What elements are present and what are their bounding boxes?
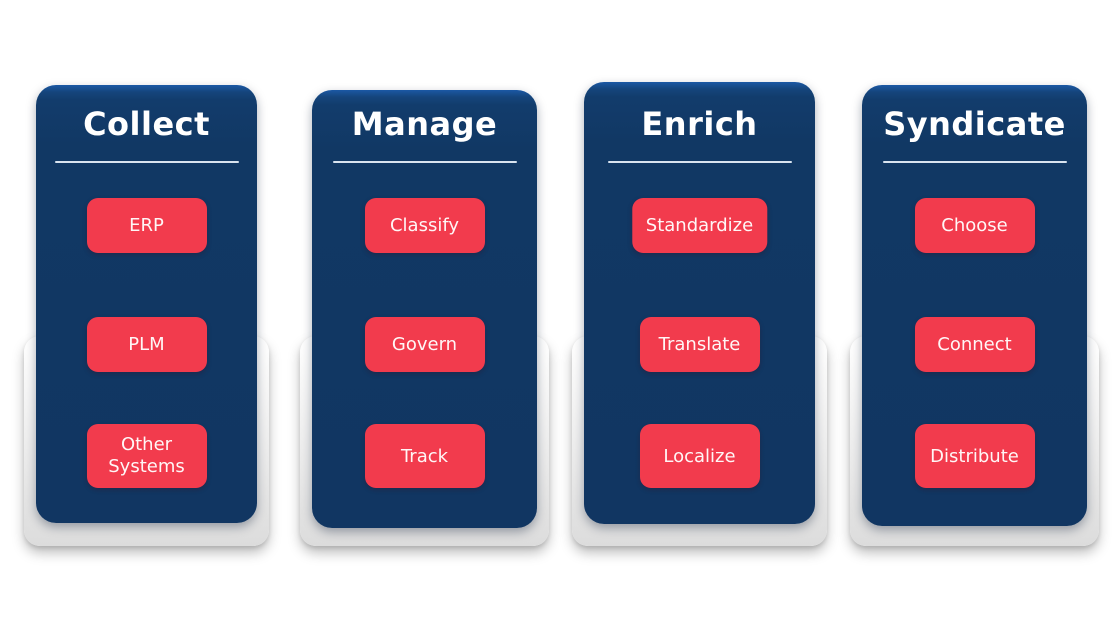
card-title-syndicate: Syndicate [883,105,1066,143]
column-enrich: Enrich Standardize Translate Localize [572,0,827,630]
button-connect[interactable]: Connect [914,317,1035,372]
button-other-systems[interactable]: Other Systems [86,424,207,488]
card-title-collect: Collect [83,105,210,143]
title-divider [607,161,792,163]
title-divider [332,161,517,163]
button-govern[interactable]: Govern [364,317,485,372]
card-title-manage: Manage [351,105,498,143]
button-classify[interactable]: Classify [364,198,485,253]
column-collect: Collect ERP PLM Other Systems [24,0,269,630]
card-title-enrich: Enrich [641,105,758,143]
column-syndicate: Syndicate Choose Connect Distribute [850,0,1099,630]
button-localize[interactable]: Localize [639,424,760,488]
button-translate[interactable]: Translate [639,317,760,372]
button-choose[interactable]: Choose [914,198,1035,253]
column-manage: Manage Classify Govern Track [300,0,549,630]
button-plm[interactable]: PLM [86,317,207,372]
button-track[interactable]: Track [364,424,485,488]
title-divider [54,161,239,163]
button-distribute[interactable]: Distribute [914,424,1035,488]
button-erp[interactable]: ERP [86,198,207,253]
button-standardize[interactable]: Standardize [631,198,768,253]
title-divider [882,161,1067,163]
